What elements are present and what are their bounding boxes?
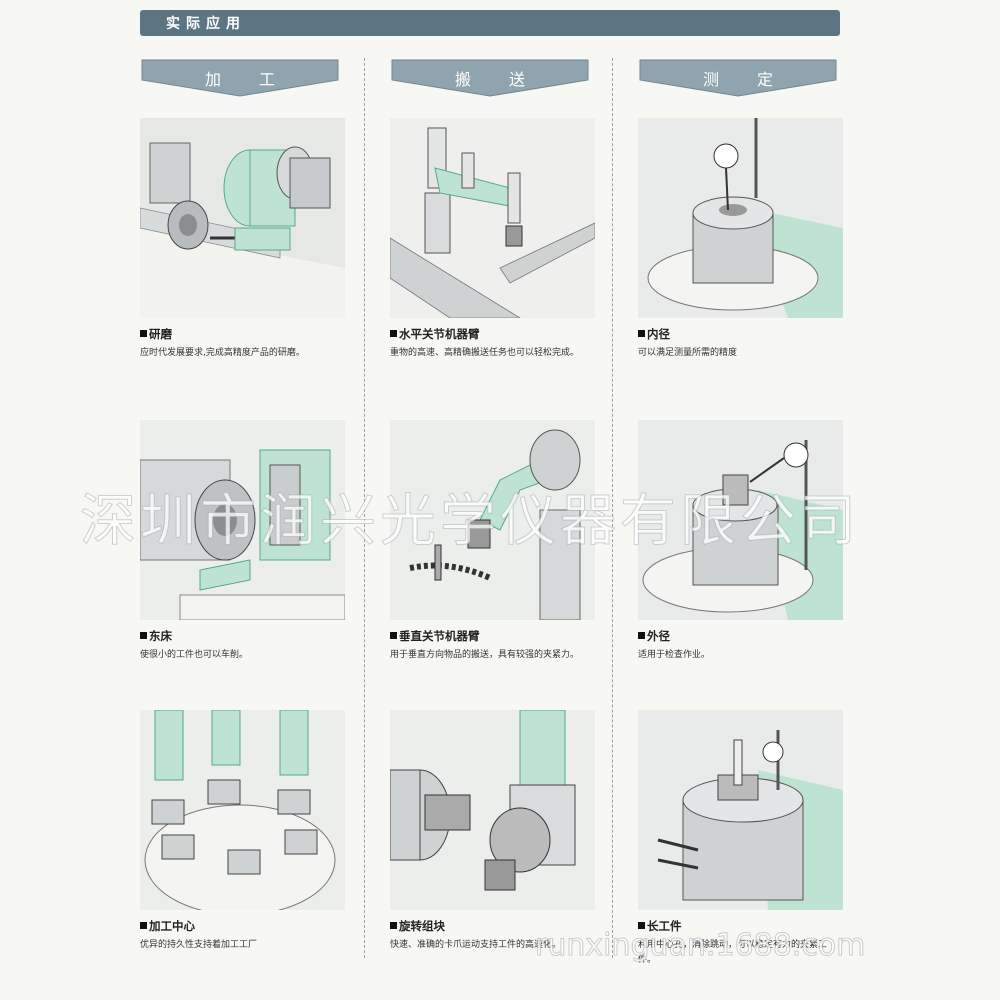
column-header-machining: 加工 <box>140 58 340 98</box>
card-description: 应时代发展要求,完成高精度产品的研磨。 <box>140 348 305 358</box>
card-title: 垂直关节机器臂 <box>390 628 480 644</box>
outer-diameter-illustration <box>638 420 843 620</box>
card-description: 利用中心孔，消除跳动，可以稳定有力的夹紧工件。 <box>638 940 828 965</box>
card-description: 优异的持久性支持着加工工厂 <box>140 940 258 950</box>
column-header-label: 搬送 <box>454 70 563 89</box>
card-title: 旋转组块 <box>390 918 445 934</box>
card-description: 可以满足测量所需的精度 <box>638 348 738 358</box>
machining-center-illustration <box>140 710 345 910</box>
card-title: 外径 <box>638 628 670 644</box>
column-header-measurement: 测定 <box>638 58 838 98</box>
column-header-transfer: 搬送 <box>390 58 590 98</box>
vertical-robot-illustration <box>390 420 595 620</box>
column-header-label: 测定 <box>702 70 811 89</box>
column-header-label: 加工 <box>204 70 313 89</box>
grinding-illustration <box>140 118 345 318</box>
card-title: 长工件 <box>638 918 682 934</box>
long-workpiece-illustration <box>638 710 843 910</box>
scara-robot-illustration <box>390 118 595 318</box>
card-description: 使很小的工件也可以车削。 <box>140 650 249 660</box>
column-divider <box>612 58 613 958</box>
watermark-url: runxinguan.1688.com <box>534 928 866 964</box>
card-title: 水平关节机器臂 <box>390 326 480 342</box>
card-title: 东床 <box>140 628 172 644</box>
card-description: 快速、准确的卡爪运动支持工件的高速化。 <box>390 940 562 950</box>
section-title: 实际应用 <box>166 16 246 32</box>
rotary-block-illustration <box>390 710 595 910</box>
section-title-bar: 实际应用 <box>140 10 840 36</box>
column-divider <box>364 58 365 958</box>
card-description: 重物的高速、高精确搬送任务也可以轻松完成。 <box>390 348 580 358</box>
inner-diameter-illustration <box>638 118 843 318</box>
card-description: 适用于检查作业。 <box>638 650 711 660</box>
card-description: 用于垂直方向物品的搬送，具有较强的夹紧力。 <box>390 650 580 660</box>
watermark-company: 深圳市润兴光学仪器有限公司 <box>80 489 860 555</box>
card-title: 加工中心 <box>140 918 195 934</box>
lathe-illustration <box>140 420 345 620</box>
card-title: 内径 <box>638 326 670 342</box>
card-title: 研磨 <box>140 326 172 342</box>
